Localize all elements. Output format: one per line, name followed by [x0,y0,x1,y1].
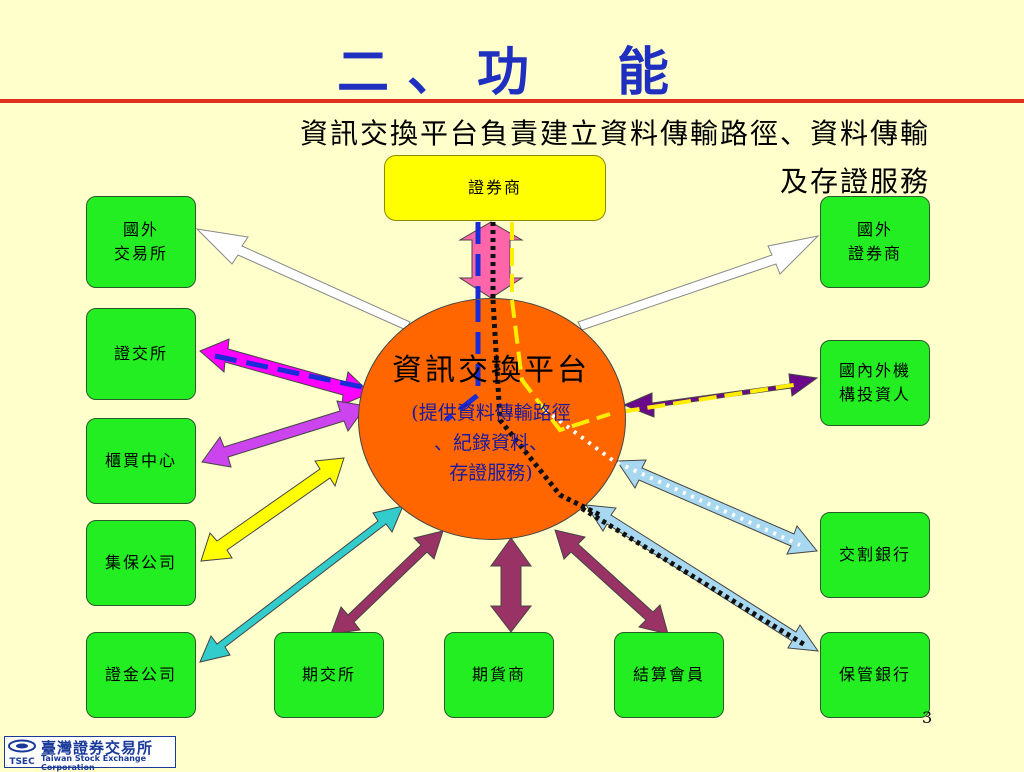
arrow-clearing-member [554,529,669,635]
arrow-otc [201,400,367,468]
node-settlement-bank: 交割銀行 [820,512,930,598]
slide-title: 二、功 能 [336,42,687,103]
route-blue-dashed-twse [214,353,363,390]
node-foreign-exchange: 國外 交易所 [86,196,196,288]
arrow-futures-broker [489,537,533,633]
title-divider [0,99,1024,103]
node-tdcc: 集保公司 [86,520,196,606]
node-institutional-investors: 國內外機 構投資人 [820,340,930,426]
node-foreign-broker: 國外 證券商 [820,196,930,288]
node-twse: 證交所 [86,308,196,400]
tsec-logo-english: Taiwan Stock Exchange Corporation [41,754,147,772]
slide-subtitle: 資訊交換平台負責建立資料傳輸路徑、資料傳輸 及存證服務 [299,117,930,198]
arrow-tdcc [200,457,345,562]
route-white-dotted [543,408,801,547]
hub-subtitle: (提供資料傳輸路徑 、紀錄資料、 存證服務) [411,402,571,484]
route-black-dotted [490,222,807,648]
arrow-custodian-bank [585,504,820,652]
tsec-logo-name: 臺灣證券交易所 [41,739,154,757]
node-futures-broker: 期貨商 [444,632,554,718]
node-otc-center: 櫃買中心 [86,418,196,504]
node-securities-broker: 證券商 [384,155,606,221]
node-clearing-member: 結算會員 [614,632,724,718]
arrow-foreign-exchange [195,228,411,331]
arrow-institutional [622,373,819,418]
footer: TSEC 臺灣證券交易所 Taiwan Stock Exchange Corpo… [0,732,180,772]
node-securities-finance: 證金公司 [86,632,196,718]
tsec-logo-mark: TSEC [5,737,39,767]
arrow-foreign-broker [577,235,820,331]
tsec-logo: TSEC 臺灣證券交易所 Taiwan Stock Exchange Corpo… [4,736,176,772]
hub-title: 資訊交換平台 [392,353,590,388]
node-futures-exchange: 期交所 [274,632,384,718]
node-custodian-bank: 保管銀行 [820,632,930,718]
page-number: 3 [922,708,933,727]
tsec-mark-icon [8,739,36,753]
